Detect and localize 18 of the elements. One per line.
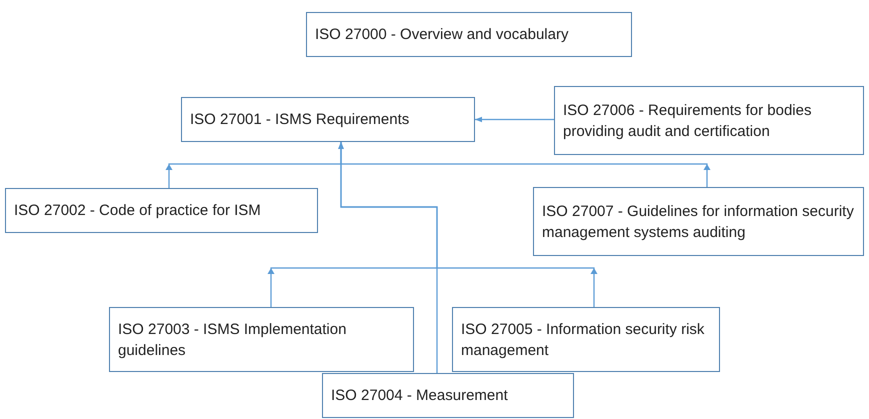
standard-box: [109, 307, 414, 372]
standard-box: [322, 373, 574, 418]
standard-box: [452, 307, 720, 372]
standard-box: [554, 86, 864, 155]
standard-box: [306, 12, 632, 57]
arrow: [475, 116, 554, 122]
standard-box: [181, 97, 475, 142]
box-label: ISO 27001 - ISMS Requirements: [190, 110, 410, 130]
arrow: [338, 142, 598, 307]
standard-box: [5, 188, 318, 233]
box-label: ISO 27004 - Measurement: [331, 386, 509, 406]
box-label: ISO 27002 - Code of practice for ISM: [14, 201, 262, 221]
box-label: ISO 27007 - Guidelines for information security management systems auditing: [542, 202, 855, 242]
box-label: ISO 27005 - Information security risk management: [461, 320, 706, 360]
box-label: ISO 27006 - Requirements for bodies providing audit and certification: [563, 100, 812, 142]
box-label: ISO 27000 - Overview and vocabulary: [315, 25, 570, 45]
box-label: ISO 27003 - ISMS Implementation guidelines: [118, 320, 348, 360]
standard-box: [533, 187, 864, 256]
